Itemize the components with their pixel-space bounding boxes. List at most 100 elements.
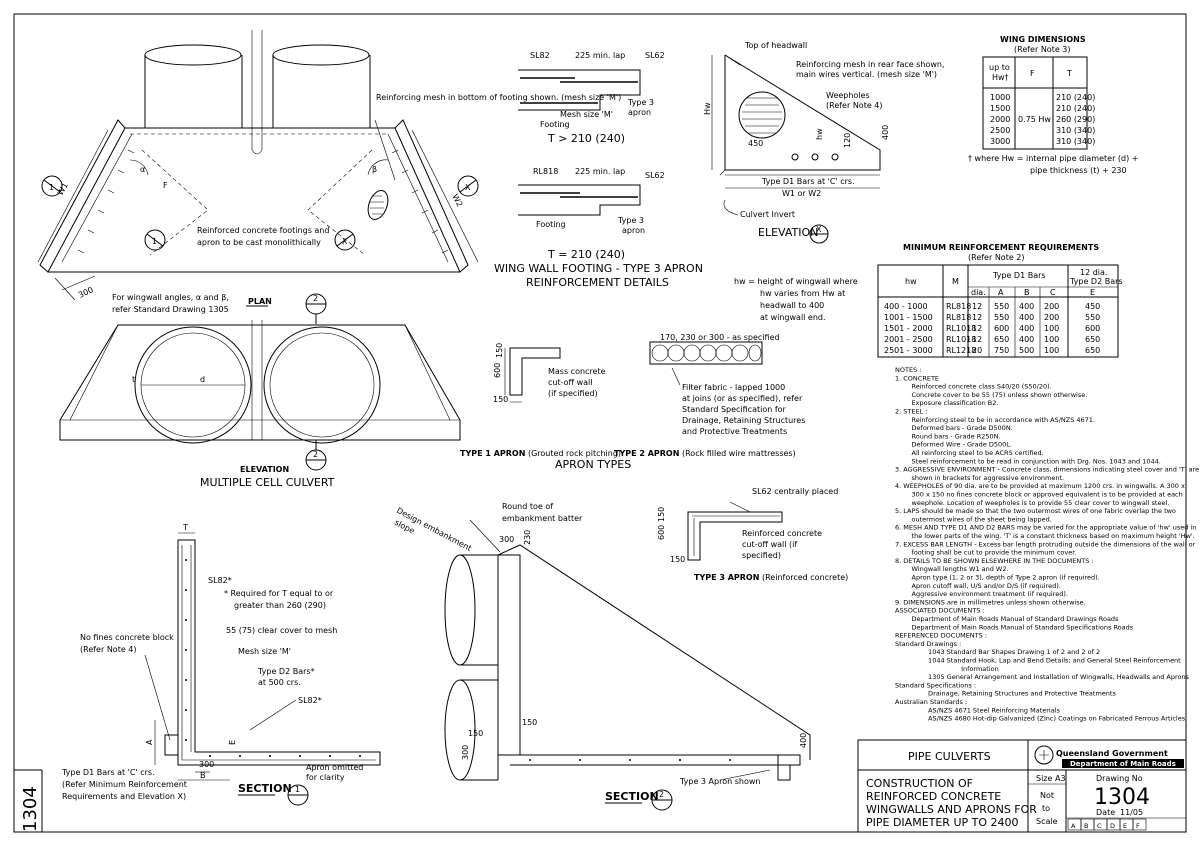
- svg-text:1: 1: [152, 237, 157, 246]
- qld-crest-icon: [1034, 745, 1054, 765]
- reinf-cell: 400: [1019, 335, 1034, 344]
- svg-text:Type D2 Bars*: Type D2 Bars*: [257, 667, 315, 676]
- note-line: Reinforced concrete class S40/20 (S50/20…: [895, 383, 1052, 391]
- svg-text:C: C: [1050, 288, 1056, 297]
- svg-text:2500: 2500: [990, 126, 1010, 135]
- svg-text:E: E: [1090, 288, 1095, 297]
- svg-text:B: B: [200, 771, 206, 780]
- svg-text:Filter fabric - lapped 1000: Filter fabric - lapped 1000: [682, 383, 785, 392]
- side-sheet-number: 1304: [20, 786, 41, 832]
- svg-text:Top of headwall: Top of headwall: [744, 41, 807, 50]
- svg-text:210 (240): 210 (240): [1056, 93, 1095, 102]
- svg-text:Footing: Footing: [540, 120, 570, 129]
- svg-text:hw varies from Hw at: hw varies from Hw at: [760, 289, 845, 298]
- svg-text:E: E: [228, 740, 237, 745]
- svg-text:55 (75) clear cover to mesh: 55 (75) clear cover to mesh: [226, 626, 337, 635]
- plan-title: PLAN: [248, 297, 272, 306]
- svg-text:and Protective Treatments: and Protective Treatments: [682, 427, 787, 436]
- note-line: REFERENCED DOCUMENTS :: [895, 632, 987, 640]
- note-line: weephole. Location of weepholes is to pr…: [895, 499, 1169, 507]
- footing-details: SL82 225 min. lap SL62 Mesh size 'M' Typ…: [494, 51, 703, 289]
- svg-text:(Refer Note 4): (Refer Note 4): [826, 101, 883, 110]
- svg-text:400: 400: [799, 733, 808, 748]
- plan-note-footing-mesh: Reinforcing mesh in bottom of footing sh…: [376, 93, 621, 102]
- note-line: footing shall be cut to provide the mini…: [895, 549, 1076, 557]
- note-line: Deformed bars - Grade D500N.: [895, 424, 1013, 432]
- svg-text:apron: apron: [622, 226, 645, 235]
- sheet-border: [13, 13, 1187, 833]
- svg-text:F: F: [1030, 69, 1035, 78]
- revision-cell: [1132, 818, 1147, 831]
- svg-text:Date: Date: [1096, 808, 1115, 817]
- svg-text:450: 450: [748, 139, 763, 148]
- reinf-cell: 400 - 1000: [884, 302, 928, 311]
- svg-text:600: 600: [657, 525, 666, 540]
- note-line: Department of Main Roads Manual of Stand…: [895, 615, 1119, 623]
- svg-text:1: 1: [295, 785, 300, 794]
- svg-text:300: 300: [199, 760, 214, 769]
- svg-text:600: 600: [493, 363, 502, 378]
- note-line: Standard Specifications :: [895, 681, 976, 689]
- reinf-cell: 400: [1019, 302, 1034, 311]
- svg-text:up to: up to: [989, 63, 1010, 72]
- svg-text:(Refer Minimum Reinforcement: (Refer Minimum Reinforcement: [62, 780, 187, 789]
- svg-text:(Refer Note 4): (Refer Note 4): [80, 645, 137, 654]
- svg-text:CONSTRUCTION OF: CONSTRUCTION OF: [866, 777, 973, 790]
- reinf-cell: 2001 - 2500: [884, 335, 933, 344]
- svg-text:150: 150: [495, 343, 504, 358]
- svg-text:No fines concrete block: No fines concrete block: [80, 633, 174, 642]
- svg-text:230: 230: [523, 530, 532, 545]
- svg-text:WINGWALLS AND APRONS FOR: WINGWALLS AND APRONS FOR: [866, 803, 1037, 816]
- svg-text:dia.: dia.: [971, 288, 986, 297]
- note-line: shown in brackets for aggressive environ…: [895, 474, 1064, 482]
- svg-text:310 (340): 310 (340): [1056, 137, 1095, 146]
- svg-text:at 500 crs.: at 500 crs.: [258, 678, 301, 687]
- svg-text:cut-off wall (if: cut-off wall (if: [742, 540, 797, 549]
- svg-text:at joins (or as specified), re: at joins (or as specified), refer: [682, 394, 803, 403]
- svg-text:hw: hw: [905, 277, 917, 286]
- svg-text:embankment batter: embankment batter: [502, 514, 583, 523]
- note-line: 300 x 150 no fines concrete block or app…: [895, 491, 1183, 499]
- type2-apron-caption: TYPE 2 APRON (Rock filled wire mattresse…: [614, 449, 796, 458]
- footing-title-1: WING WALL FOOTING - TYPE 3 APRON: [494, 262, 703, 275]
- svg-text:pipe thickness (t) + 230: pipe thickness (t) + 230: [1030, 166, 1127, 175]
- reinf-cell: 600: [1085, 324, 1100, 333]
- reinf-cell: 100: [1044, 346, 1059, 355]
- footing-caption-1: T > 210 (240): [547, 132, 625, 145]
- reinf-cell: 650: [1085, 335, 1100, 344]
- svg-text:Type D1 Bars: Type D1 Bars: [992, 271, 1046, 280]
- svg-text:WING DIMENSIONS: WING DIMENSIONS: [1000, 35, 1086, 44]
- t-label: t: [132, 375, 135, 384]
- svg-text:Hw†: Hw†: [992, 73, 1009, 82]
- note-line: Standard Drawings :: [895, 640, 961, 648]
- note-line: Information: [895, 665, 999, 673]
- svg-text:M: M: [952, 277, 959, 286]
- section-1: T SL82* * Required for T equal to or gre…: [61, 523, 381, 806]
- svg-text:3000: 3000: [990, 137, 1010, 146]
- reinf-cell: 400: [1019, 324, 1034, 333]
- footing-caption-2: T = 210 (240): [547, 248, 625, 261]
- svg-text:Type D1 Bars at 'C' crs.: Type D1 Bars at 'C' crs.: [761, 177, 855, 186]
- svg-text:Drawing No: Drawing No: [1096, 774, 1143, 783]
- revision-letter: A: [1071, 822, 1076, 830]
- svg-text:(if specified): (if specified): [548, 389, 598, 398]
- svg-text:(Refer Note 3): (Refer Note 3): [1014, 45, 1071, 54]
- note-line: 9. DIMENSIONS are in millimetres unless …: [895, 598, 1086, 606]
- svg-text:150: 150: [657, 507, 666, 522]
- svg-text:Standard Specification for: Standard Specification for: [682, 405, 787, 414]
- svg-text:400: 400: [881, 125, 890, 140]
- apron-types-title: APRON TYPES: [555, 458, 631, 471]
- reinf-cell: 100: [1044, 335, 1059, 344]
- note-line: NOTES :: [895, 366, 921, 374]
- reinf-cell: 500: [1019, 346, 1034, 355]
- svg-text:SL82*: SL82*: [208, 576, 232, 585]
- reinf-cell: 12: [972, 335, 982, 344]
- reinf-cell: 2501 - 3000: [884, 346, 933, 355]
- svg-text:hw: hw: [815, 128, 824, 140]
- note-line: 7. EXCESS BAR LENGTH - Excess bar length…: [895, 540, 1196, 548]
- svg-text:main wires vertical. (mesh siz: main wires vertical. (mesh size 'M'): [796, 70, 937, 79]
- svg-text:specified): specified): [742, 551, 781, 560]
- svg-text:Type D1 Bars at 'C' crs.: Type D1 Bars at 'C' crs.: [61, 768, 155, 777]
- note-line: 1044 Standard Hook, Lap and Bend Details…: [895, 657, 1181, 665]
- svg-text:PIPE DIAMETER UP TO 2400: PIPE DIAMETER UP TO 2400: [866, 816, 1019, 829]
